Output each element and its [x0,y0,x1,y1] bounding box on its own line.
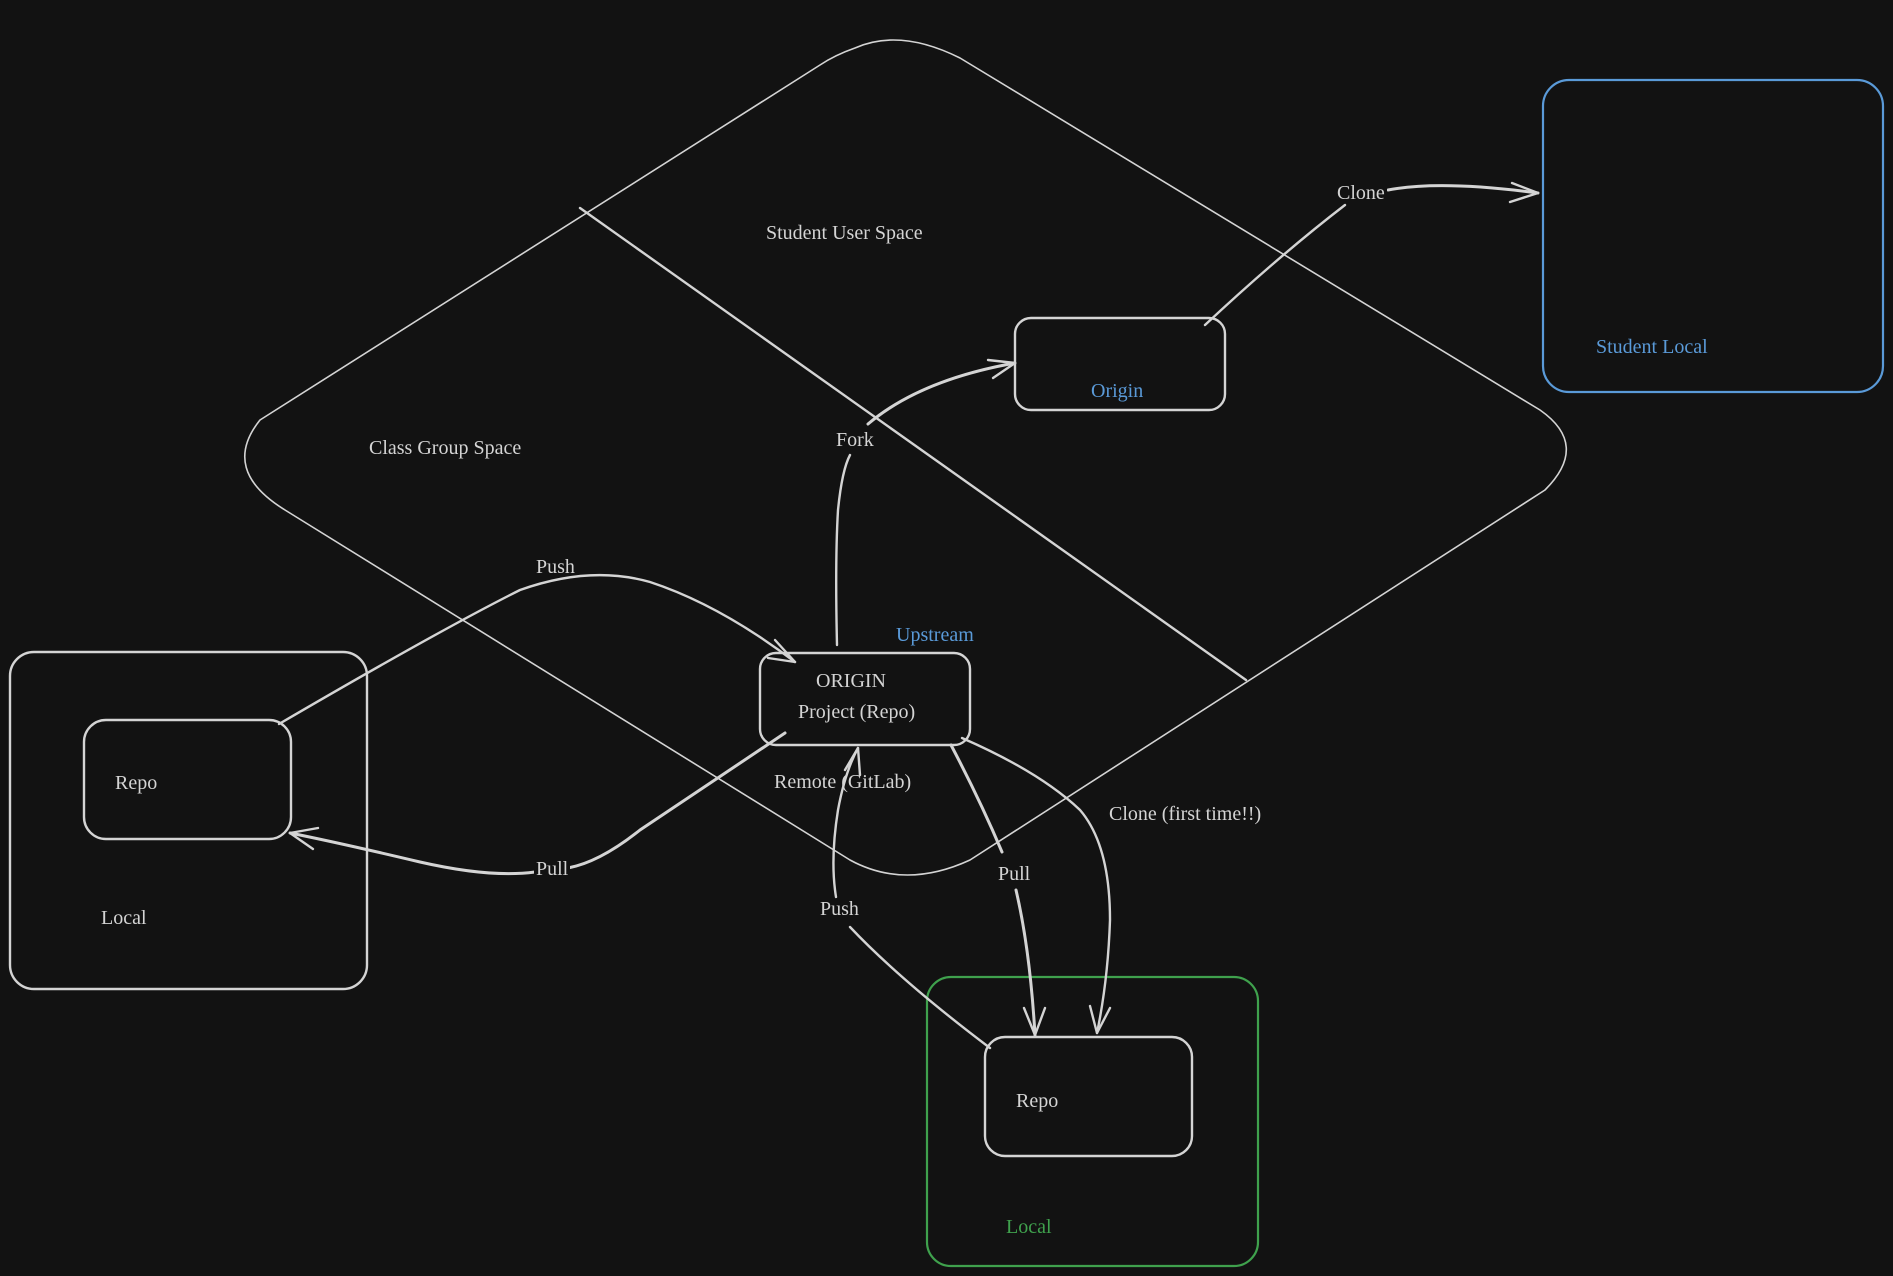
push-top-label: Push [536,556,575,578]
clone-first-arrow [960,736,1112,1035]
remote-gitlab-label: Remote (GitLab) [774,771,912,793]
pull-left-arrowhead [288,826,320,851]
left-repo-box [82,718,293,841]
push-bottom-arrowhead [843,746,862,777]
clone-first-time-label: Clone (first time!!) [1109,803,1262,825]
bottom-repo-box [983,1035,1194,1158]
student-local-label: Student Local [1596,336,1708,358]
student-user-space-label: Student User Space [766,222,923,244]
left-local-box [8,650,369,991]
class-group-space-label: Class Group Space [369,437,522,459]
origin-title-label: ORIGIN [816,670,886,692]
clone-arrow [1203,203,1347,327]
left-local-label: Local [101,907,147,929]
origin-project-box [758,651,972,747]
push-top-arrow [277,573,797,726]
pull-right-arrow-2 [1014,888,1037,1037]
clone-label: Clone [1335,182,1387,204]
clone-first-arrowhead [1088,1004,1112,1035]
pull-left-arrow-2 [288,831,537,876]
bottom-local-label: Local [1006,1216,1052,1238]
upstream-label: Upstream [896,624,974,646]
student-local-box [1541,78,1885,394]
pull-right-arrow [949,743,1004,854]
push-top-arrowhead [766,638,797,664]
pull-left-label: Pull [534,858,571,880]
push-bottom-label: Push [818,898,861,920]
space-divider [578,206,1248,682]
bottom-local-box [925,975,1260,1268]
pull-right-arrowhead [1022,1006,1047,1037]
pull-right-label: Pull [996,863,1033,885]
origin-subtitle-label: Project (Repo) [798,701,916,723]
fork-arrow [835,453,852,647]
fork-arrowhead [986,358,1017,380]
pull-left-arrow [566,731,787,870]
left-repo-label: Repo [115,772,158,794]
clone-arrow-2 [1386,184,1540,195]
fork-arrow-2 [866,361,1017,426]
fork-label: Fork [834,429,876,451]
space-diamond [244,39,1568,876]
push-bottom-arrow [848,925,992,1050]
bottom-repo-label: Repo [1016,1090,1059,1112]
push-bottom-arrow-2 [832,746,860,899]
origin-label: Origin [1091,380,1144,402]
clone-arrowhead [1508,181,1540,204]
